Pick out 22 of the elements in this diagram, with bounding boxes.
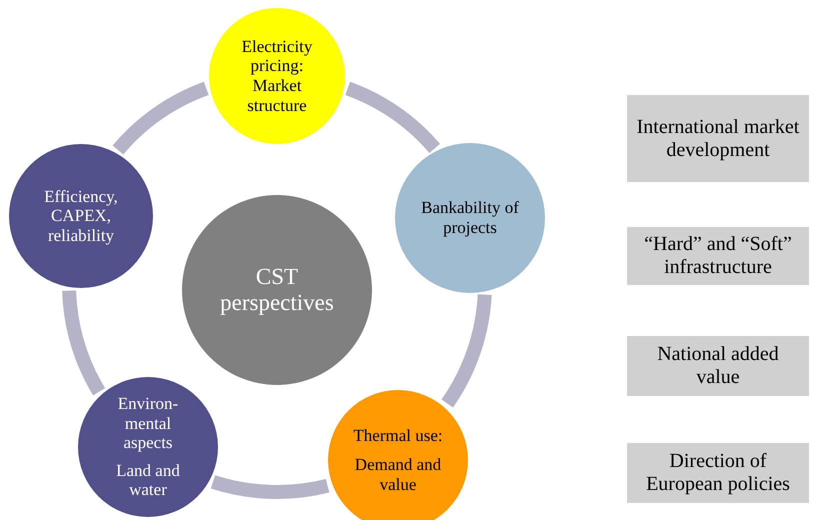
topic-box	[627, 443, 809, 503]
circle-label: Environ-mental aspects	[116, 394, 180, 453]
box-label: Direction of European policies	[645, 450, 791, 496]
topic-box	[627, 336, 809, 396]
circle-label: Thermal use:	[353, 426, 443, 446]
circle-label: Land and water	[115, 460, 181, 500]
ring-arc	[112, 82, 209, 155]
circle-label: Demand and value	[354, 455, 442, 494]
ring-arc	[62, 290, 106, 396]
circle-label: Market structure	[246, 76, 308, 116]
ring-arc	[211, 475, 329, 499]
circle-label: CST perspectives	[219, 264, 335, 316]
circle-label: Electricity pricing:	[240, 36, 314, 76]
box-label: “Hard” and “Soft” infrastructure	[643, 233, 793, 279]
box-label: National added value	[656, 343, 780, 389]
topic-box	[627, 95, 809, 182]
circle-label: Efficiency, CAPEX, reliability	[43, 186, 119, 246]
circle-label: Bankability of projects	[420, 198, 520, 238]
ring-arc	[441, 294, 492, 408]
box-label: International market development	[636, 116, 800, 162]
topic-box	[627, 227, 809, 285]
ring-arc	[344, 82, 440, 154]
